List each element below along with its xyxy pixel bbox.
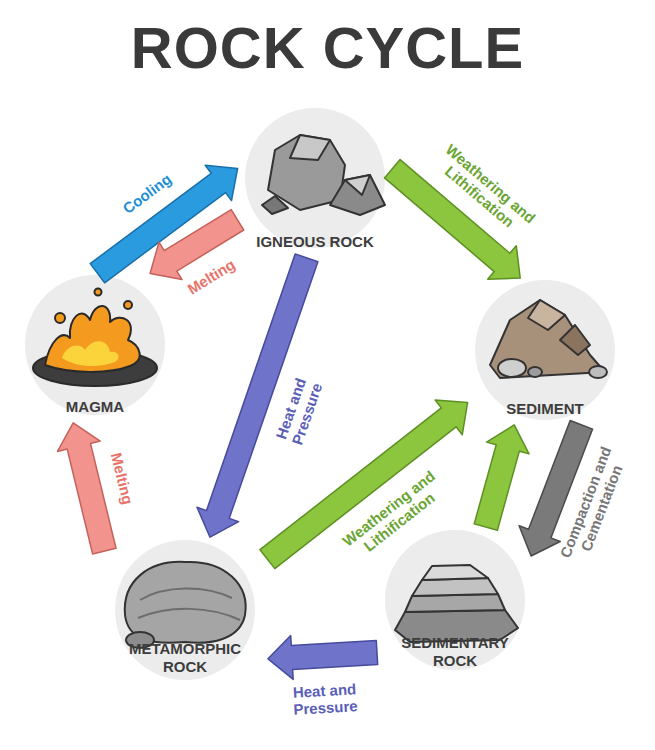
process-label: Melting — [107, 451, 136, 506]
process-label: Weathering and Lithification — [424, 135, 545, 246]
rock-stage: IGNEOUS ROCK — [240, 108, 390, 255]
rock-stage: METAMORPHIC ROCK — [105, 540, 265, 680]
stage-label: IGNEOUS ROCK — [256, 233, 374, 251]
stage-label: METAMORPHIC ROCK — [125, 640, 245, 676]
rock-stage: MAGMA — [20, 275, 170, 420]
stage-label: SEDIMENT — [506, 400, 584, 418]
rock-stage: SEDIMENT — [470, 280, 620, 422]
rock-stage: SEDIMENTARY ROCK — [380, 530, 530, 674]
process-arrow — [268, 636, 378, 680]
stage-label: MAGMA — [66, 398, 124, 416]
process-label: Heat and Pressure — [259, 678, 391, 720]
diagram-title: ROCK CYCLE — [0, 14, 655, 81]
process-arrow — [58, 423, 117, 554]
stage-label: SEDIMENTARY ROCK — [395, 634, 515, 670]
process-arrow — [474, 425, 529, 530]
